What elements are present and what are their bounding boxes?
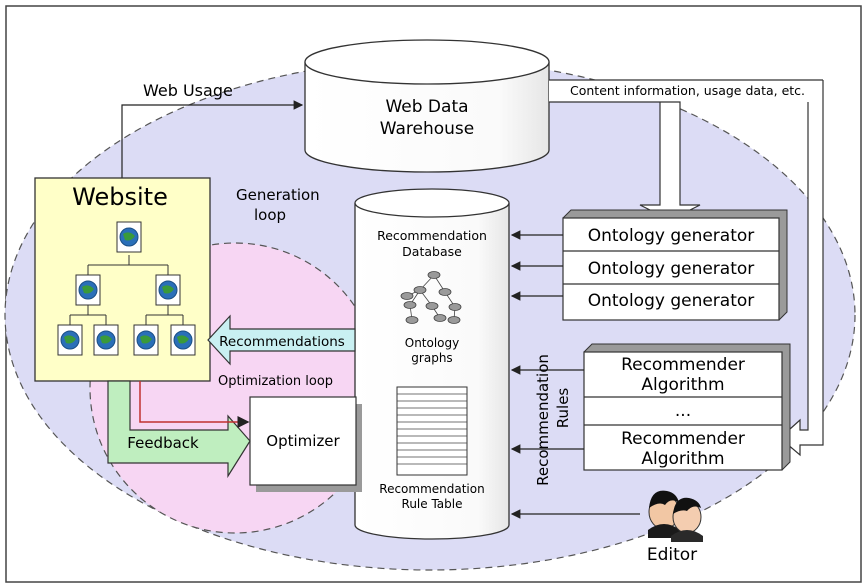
recommender-2-line2: Algorithm bbox=[641, 449, 724, 469]
web-page-icon bbox=[116, 221, 142, 253]
feedback-arrow bbox=[107, 380, 251, 479]
optimizer-box bbox=[249, 396, 362, 492]
warehouse-label-line1: Web Data bbox=[385, 97, 468, 117]
warehouse-label-line2: Warehouse bbox=[380, 119, 474, 139]
ontology-generator-3: Ontology generator bbox=[588, 291, 755, 311]
optimization-loop-label: Optimization loop bbox=[218, 374, 333, 389]
web-page-icon bbox=[75, 274, 101, 306]
recommender-ellipsis: ... bbox=[675, 401, 691, 421]
rule-table-label-line2: Rule Table bbox=[402, 497, 463, 511]
recommender-stack bbox=[583, 343, 791, 471]
website-to-optimizer-arrow bbox=[139, 381, 250, 428]
ontology-generator-2: Ontology generator bbox=[588, 259, 755, 279]
recommender-2-line1: Recommender bbox=[621, 429, 745, 449]
recommender-1-line1: Recommender bbox=[621, 355, 745, 375]
web-page-icon bbox=[133, 324, 159, 356]
rule-table-label-line1: Recommendation bbox=[379, 482, 484, 496]
ontology-generator-1: Ontology generator bbox=[588, 226, 755, 246]
rec-db-label-line1: Recommendation bbox=[377, 228, 487, 243]
web-data-warehouse: Web Data Warehouse bbox=[304, 39, 550, 173]
recommender-1-line2: Algorithm bbox=[641, 375, 724, 395]
web-usage-label: Web Usage bbox=[143, 81, 233, 100]
web-page-icon bbox=[170, 324, 196, 356]
website-title: Website bbox=[72, 183, 168, 211]
recommendations-label: Recommendations bbox=[219, 334, 345, 350]
generation-loop-label-line2: loop bbox=[254, 206, 286, 224]
recommendations-arrow bbox=[207, 314, 356, 366]
web-usage-arrow bbox=[121, 100, 304, 178]
recommendation-rules-label-line1: Recommendation bbox=[534, 354, 552, 486]
web-page-icon bbox=[155, 274, 181, 306]
content-info-band bbox=[549, 80, 823, 102]
website-tree bbox=[69, 255, 184, 325]
content-info-label: Content information, usage data, etc. bbox=[570, 83, 805, 98]
feedback-label: Feedback bbox=[127, 434, 199, 452]
recommendation-rules-label-line2: Rules bbox=[554, 388, 572, 429]
editor-icon bbox=[648, 490, 703, 542]
ontology-generator-stack bbox=[562, 209, 788, 321]
editor-label: Editor bbox=[647, 545, 697, 565]
ontology-graphs-label-line1: Ontology bbox=[405, 336, 460, 350]
ontology-graph-icon bbox=[400, 271, 462, 324]
optimizer-label: Optimizer bbox=[266, 432, 340, 450]
rec-db-label-line2: Database bbox=[402, 244, 462, 259]
rule-table-icon bbox=[396, 386, 468, 476]
web-page-icon bbox=[57, 324, 83, 356]
recommendation-database bbox=[354, 188, 510, 540]
ontology-graphs-label-line2: graphs bbox=[411, 351, 452, 365]
web-page-icon bbox=[93, 324, 119, 356]
generation-loop-label-line1: Generation bbox=[236, 186, 320, 204]
